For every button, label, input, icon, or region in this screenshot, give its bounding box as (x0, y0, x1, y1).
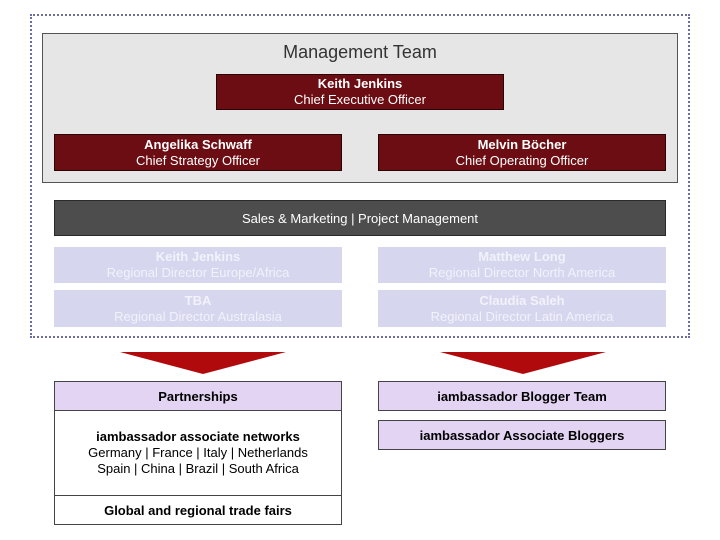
associate-bloggers-box: iambassador Associate Bloggers (378, 420, 666, 450)
regional-director-box: TBA Regional Director Australasia (54, 290, 342, 327)
regional-director-name: Matthew Long (478, 249, 566, 264)
ceo-name: Keith Jenkins (317, 76, 403, 91)
regional-director-role: Regional Director Latin America (430, 308, 614, 324)
regional-director-name: TBA (184, 292, 212, 308)
blogger-team-box: iambassador Blogger Team (378, 381, 666, 411)
associate-networks-box: iambassador associate networks Germany |… (54, 410, 342, 496)
coo-role: Chief Operating Officer (455, 152, 589, 168)
ceo-role: Chief Executive Officer (294, 92, 426, 107)
trade-fairs-label: Global and regional trade fairs (104, 502, 292, 518)
regional-director-role: Regional Director North America (428, 265, 616, 280)
down-arrow-left (120, 352, 286, 374)
associate-networks-countries: Spain | China | Brazil | South Africa (97, 461, 299, 476)
cso-role: Chief Strategy Officer (135, 152, 261, 168)
cso-name: Angelika Schwaff (144, 136, 252, 152)
sales-marketing-bar: Sales & Marketing | Project Management (54, 200, 666, 236)
regional-director-name: Keith Jenkins (155, 249, 241, 264)
down-arrow-right (440, 352, 606, 374)
management-team-title: Management Team (283, 42, 437, 62)
associate-networks-title: iambassador associate networks (96, 429, 300, 444)
cso-box: Angelika Schwaff Chief Strategy Officer (54, 134, 342, 171)
regional-director-role: Regional Director Europe/Africa (106, 265, 290, 280)
regional-director-box: Matthew Long Regional Director North Ame… (378, 247, 666, 283)
regional-director-role: Regional Director Australasia (114, 308, 282, 324)
trade-fairs-box: Global and regional trade fairs (54, 495, 342, 525)
coo-box: Melvin Böcher Chief Operating Officer (378, 134, 666, 171)
partnerships-header: Partnerships (54, 381, 342, 411)
coo-name: Melvin Böcher (477, 136, 567, 152)
regional-director-name: Claudia Saleh (479, 292, 565, 308)
regional-director-box: Keith Jenkins Regional Director Europe/A… (54, 247, 342, 283)
organization-frame (30, 14, 690, 338)
regional-director-box: Claudia Saleh Regional Director Latin Am… (378, 290, 666, 327)
associate-networks-countries: Germany | France | Italy | Netherlands (88, 445, 308, 460)
ceo-box: Keith Jenkins Chief Executive Officer (216, 74, 504, 110)
